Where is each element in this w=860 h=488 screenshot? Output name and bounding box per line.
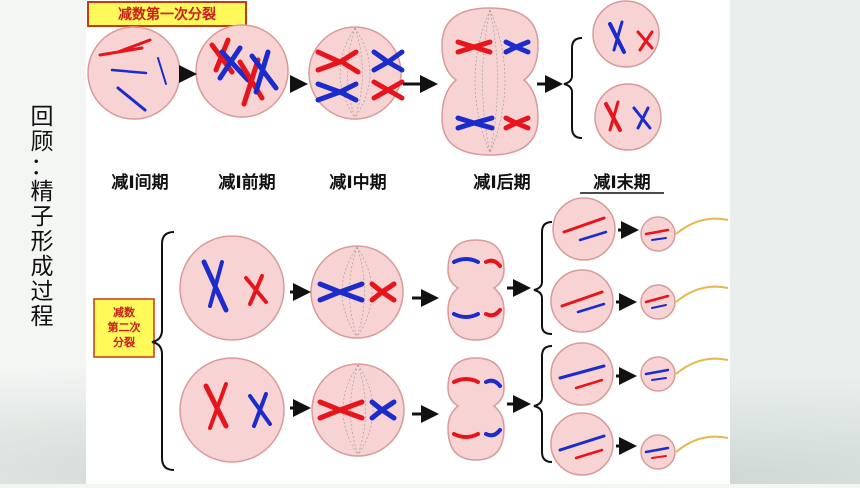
stage-label: 减I末期: [593, 172, 650, 193]
cell-prophase2-bottom: [179, 357, 285, 463]
sperm-cell: [640, 216, 729, 252]
background-band: [730, 0, 860, 484]
cell-metaphase2-top: [310, 245, 404, 339]
brace: [533, 221, 553, 335]
side-title-char: 回: [30, 104, 54, 130]
arrows-row2: [290, 279, 531, 423]
sperm-cell: [640, 434, 729, 470]
side-title-char: 过: [30, 279, 54, 305]
sperm-cell: [640, 284, 729, 320]
cell-anaphase2-bottom: [447, 357, 505, 461]
brace: [533, 345, 553, 463]
cell-metaphase2-bottom: [311, 363, 405, 457]
arrows-to-sperm: [616, 221, 639, 455]
side-title-char: 精: [30, 179, 54, 205]
cell-telophase1-bottom: [594, 83, 662, 151]
side-title-char: 形: [30, 229, 54, 255]
stage-labels: 减I间期 减I前期 减I中期 减I后期 减I末期: [111, 172, 650, 193]
stage-label: 减I后期: [473, 172, 530, 193]
brace: [151, 231, 175, 471]
diagram-panel: 减数第一次分裂: [86, 0, 730, 484]
meiosis1-label-box: 减数第一次分裂: [87, 1, 247, 27]
meiosis2-label-box: 减数 第二次 分裂: [93, 298, 155, 358]
cell-telophase1-top: [592, 0, 660, 68]
cell-spermatid: [550, 342, 614, 406]
side-title-char: 程: [30, 304, 54, 330]
meiosis1-label: 减数第一次分裂: [118, 6, 216, 23]
side-title-char: 顾: [30, 129, 54, 155]
stage-label: 减I中期: [329, 172, 386, 193]
cell-spermatid: [550, 412, 614, 476]
arrows-row1: [179, 65, 563, 93]
cell-prophase1: [195, 24, 289, 118]
brace: [563, 37, 583, 139]
stage-label: 减I前期: [218, 172, 275, 193]
cell-anaphase2-top: [447, 239, 505, 341]
cell-metaphase1: [308, 26, 405, 120]
meiosis2-label-line: 分裂: [113, 335, 135, 349]
cell-spermatid: [550, 269, 614, 333]
side-title: 回 顾 ： 精 子 形 成 过 程: [20, 105, 64, 330]
side-title-char: 成: [30, 254, 54, 280]
cell-spermatid: [552, 197, 616, 261]
meiosis2-label-line: 第二次: [108, 320, 141, 334]
cell-prophase2-top: [179, 235, 285, 341]
sperm-cell: [640, 356, 729, 392]
meiosis2-label-line: 减数: [113, 305, 136, 319]
meiosis-diagram: 减数第一次分裂: [87, 0, 729, 476]
cell-interphase: [87, 26, 181, 120]
cell-anaphase1: [441, 7, 539, 156]
side-title-char: 子: [30, 204, 54, 230]
side-title-char: ：: [30, 154, 54, 180]
stage-label: 减I间期: [111, 172, 168, 193]
